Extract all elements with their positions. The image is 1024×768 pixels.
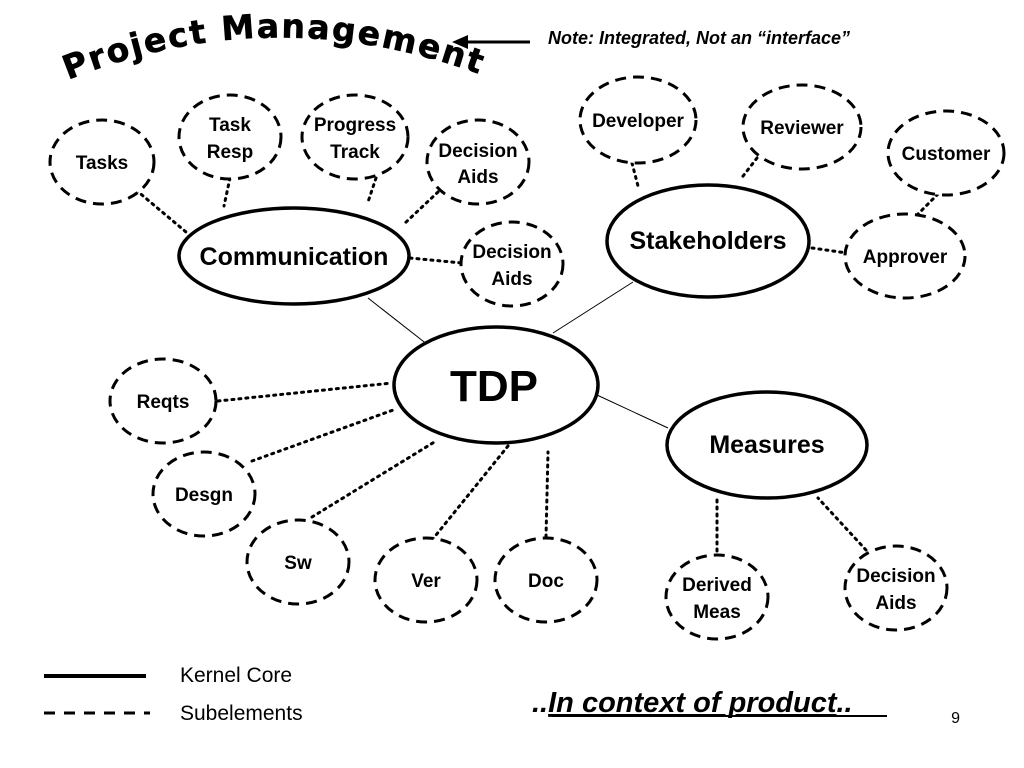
- link-desgn: [250, 407, 398, 463]
- task-resp-ellipse: [177, 93, 283, 181]
- measures-ellipse: [665, 390, 869, 500]
- progress-track-ellipse: [300, 93, 410, 181]
- ver-ellipse: [373, 536, 479, 624]
- node-customer: Customer: [886, 109, 1006, 197]
- decision-aids-top-label-line1: Decision: [438, 141, 517, 162]
- node-developer: Developer: [578, 75, 698, 165]
- node-tdp: TDP: [392, 325, 600, 445]
- node-decision-aids-top: Decision Aids: [425, 118, 531, 206]
- core-link-communication: [367, 297, 429, 346]
- integration-note: Note: Integrated, Not an “interface”: [548, 28, 850, 48]
- link-developer: [630, 161, 640, 188]
- desgn-label: Desgn: [175, 485, 233, 506]
- sw-label: Sw: [284, 553, 312, 574]
- derived-meas-ellipse: [664, 553, 770, 641]
- context-text: In context of product: [548, 687, 838, 719]
- derived-meas-label-line2: Meas: [693, 602, 741, 623]
- page-number: 9: [951, 710, 960, 727]
- link-decision-aids-top: [402, 190, 440, 226]
- node-desgn: Desgn: [151, 450, 257, 538]
- link-sw: [310, 439, 438, 519]
- link-reqts: [216, 381, 394, 403]
- doc-ellipse: [493, 536, 599, 624]
- legend-kernel-core: Kernel Core: [180, 664, 292, 687]
- link-tasks: [134, 188, 188, 234]
- node-doc: Doc: [493, 536, 599, 624]
- tdp-label: TDP: [450, 362, 538, 411]
- node-decision-aids-comm: Decision Aids: [459, 220, 565, 308]
- decision-aids-comm-ellipse: [459, 220, 565, 308]
- link-progress-track: [366, 176, 378, 204]
- customer-label: Customer: [902, 144, 991, 165]
- progress-track-label-line2: Track: [330, 142, 380, 163]
- node-derived-meas: Derived Meas: [664, 553, 770, 641]
- node-sw: Sw: [245, 518, 351, 606]
- derived-meas-label-line1: Derived: [682, 575, 752, 596]
- doc-label: Doc: [528, 571, 564, 592]
- reviewer-label: Reviewer: [760, 118, 844, 139]
- decision-aids-top-ellipse: [425, 118, 531, 206]
- link-approver: [810, 246, 849, 255]
- link-ver: [430, 444, 510, 542]
- decision-aids-comm-label-line1: Decision: [472, 242, 551, 263]
- customer-ellipse: [886, 109, 1006, 197]
- node-stakeholders: Stakeholders: [605, 183, 811, 299]
- reqts-ellipse: [108, 357, 218, 445]
- core-links: [367, 281, 669, 429]
- developer-label: Developer: [592, 111, 684, 132]
- node-tasks: Tasks: [48, 118, 156, 206]
- core-link-stakeholders: [552, 281, 634, 334]
- project-management-title-text: Project Management: [57, 6, 490, 88]
- node-measures: Measures: [665, 390, 869, 500]
- progress-track-label-line1: Progress: [314, 115, 396, 136]
- reqts-label: Reqts: [137, 392, 190, 413]
- node-reqts: Reqts: [108, 357, 218, 445]
- core-link-measures: [596, 394, 669, 429]
- decision-aids-meas-label-line2: Aids: [875, 593, 916, 614]
- node-ver: Ver: [373, 536, 479, 624]
- node-task-resp: Task Resp: [177, 93, 283, 181]
- link-decision-aids-comm: [408, 256, 464, 265]
- link-task-resp: [222, 176, 232, 208]
- tdp-ellipse: [392, 325, 600, 445]
- node-communication: Communication: [177, 206, 411, 306]
- stakeholders-label: Stakeholders: [629, 227, 786, 255]
- decision-aids-top-label-line2: Aids: [457, 167, 498, 188]
- communication-ellipse: [177, 206, 411, 306]
- stakeholders-ellipse: [605, 183, 811, 299]
- approver-ellipse: [843, 212, 967, 300]
- task-resp-label-line1: Task: [209, 115, 251, 136]
- sw-ellipse: [245, 518, 351, 606]
- link-customer: [916, 192, 940, 216]
- legend: Kernel Core Subelements: [44, 664, 303, 725]
- link-decision-aids-meas: [816, 496, 868, 552]
- measures-label: Measures: [709, 431, 824, 459]
- project-management-title: Project Management: [57, 6, 491, 87]
- note-arrow: [452, 35, 530, 49]
- context-suffix: ..: [837, 687, 853, 719]
- developer-ellipse: [578, 75, 698, 165]
- decision-aids-meas-label-line1: Decision: [856, 566, 935, 587]
- desgn-ellipse: [151, 450, 257, 538]
- task-resp-label-line2: Resp: [207, 142, 253, 163]
- context-caption: ..In context of product..: [532, 687, 853, 719]
- link-doc: [544, 450, 550, 539]
- node-reviewer: Reviewer: [741, 83, 863, 171]
- decision-aids-meas-ellipse: [843, 544, 949, 632]
- tasks-ellipse: [48, 118, 156, 206]
- link-reviewer: [738, 156, 759, 182]
- legend-subelements: Subelements: [180, 702, 303, 725]
- tasks-label: Tasks: [76, 153, 128, 174]
- node-progress-track: Progress Track: [300, 93, 410, 181]
- communication-label: Communication: [200, 243, 389, 271]
- node-decision-aids-meas: Decision Aids: [843, 544, 949, 632]
- sub-links: [134, 156, 940, 553]
- reviewer-ellipse: [741, 83, 863, 171]
- context-prefix: ..: [532, 687, 548, 719]
- ver-label: Ver: [411, 571, 441, 592]
- decision-aids-comm-label-line2: Aids: [491, 269, 532, 290]
- approver-label: Approver: [863, 247, 948, 268]
- node-approver: Approver: [843, 212, 967, 300]
